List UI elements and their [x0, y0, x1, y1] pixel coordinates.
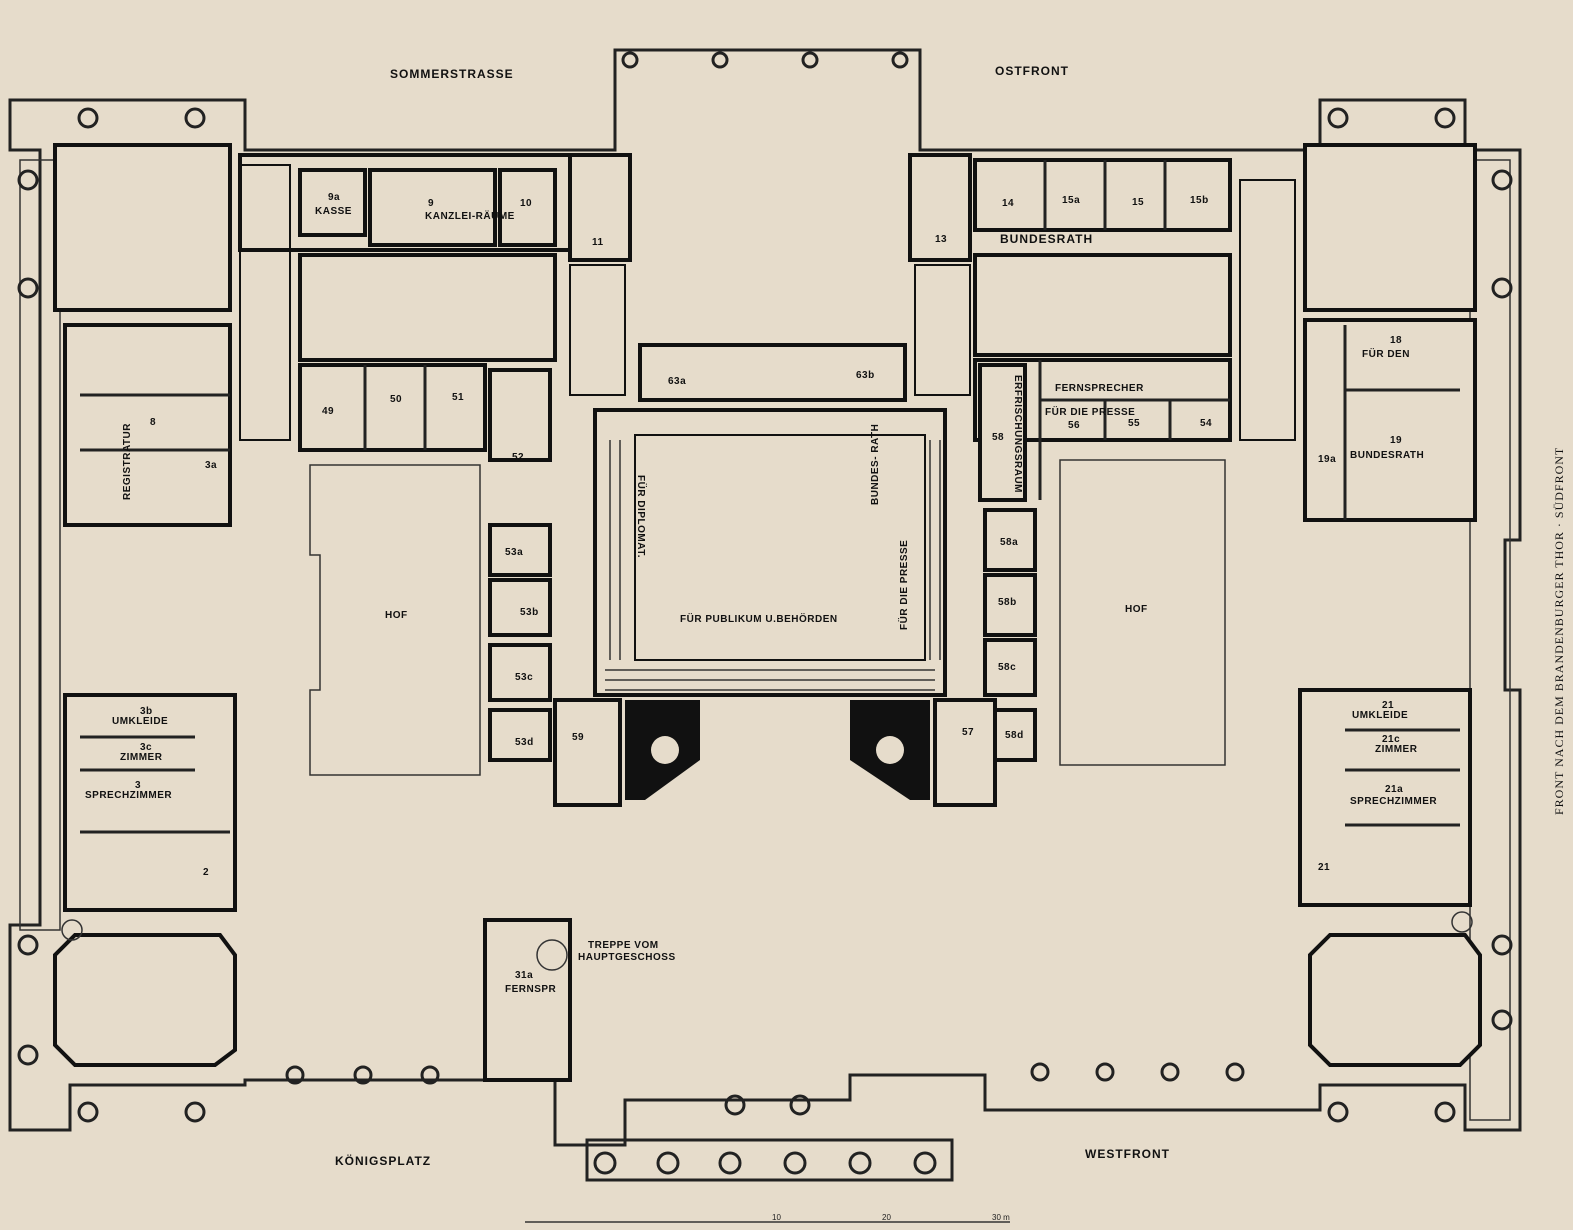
room-52: 52	[512, 452, 524, 463]
room-58d: 58d	[1005, 730, 1024, 741]
label-zimmer-left: ZIMMER	[120, 752, 163, 763]
label-fernsprecher: FERNSPRECHER	[1055, 383, 1144, 394]
room-19a: 19a	[1318, 454, 1336, 465]
room-59: 59	[572, 732, 584, 743]
room-19: 19	[1390, 435, 1402, 446]
room-53b: 53b	[520, 607, 539, 618]
label-umkleide-left: UMKLEIDE	[112, 716, 168, 727]
label-presse-vertical: FÜR DIE PRESSE	[897, 540, 910, 630]
room-2: 2	[203, 867, 209, 878]
room-58: 58	[992, 432, 1004, 443]
room-21-upper: 21	[1382, 700, 1394, 711]
portico-columns	[593, 1094, 937, 1175]
room-58c: 58c	[998, 662, 1016, 673]
central-hall	[488, 343, 1037, 807]
room-14: 14	[1002, 198, 1014, 209]
scale-10: 10	[772, 1213, 781, 1222]
room-53a: 53a	[505, 547, 523, 558]
room-13: 13	[935, 234, 947, 245]
label-erfrischungsraum: ERFRISCHUNGSRAUM	[1012, 375, 1023, 493]
label-sudfront: FRONT NACH DEM BRANDENBURGER THOR · SÜDF…	[1552, 447, 1566, 815]
room-21a: 21a	[1385, 784, 1403, 795]
room-56: 56	[1068, 420, 1080, 431]
label-bundesrath-band: BUNDESRATH	[1000, 232, 1093, 246]
east-side-rooms	[1298, 318, 1477, 907]
room-50: 50	[390, 394, 402, 405]
room-numbers: 9a 9 10 11 13 14 15a 15 15b 18 19 19a 49…	[135, 192, 1403, 981]
corner-towers	[53, 143, 1482, 1067]
room-15b: 15b	[1190, 195, 1209, 206]
scale-30: 30 m	[992, 1213, 1010, 1222]
room-53d: 53d	[515, 737, 534, 748]
label-fernspr: FERNSPR	[505, 984, 557, 995]
scale-20: 20	[882, 1213, 891, 1222]
label-westfront: WESTFRONT	[1085, 1147, 1170, 1161]
room-3c: 3c	[140, 742, 152, 753]
room-18: 18	[1390, 335, 1402, 346]
room-9a: 9a	[328, 192, 340, 203]
room-21c: 21c	[1382, 734, 1400, 745]
room-58b: 58b	[998, 597, 1017, 608]
room-9: 9	[428, 198, 434, 209]
scale-bar: 10 20 30 m	[525, 1213, 1010, 1223]
room-53c: 53c	[515, 672, 533, 683]
seating-rows	[605, 440, 941, 691]
room-15: 15	[1132, 197, 1144, 208]
label-kanzlei: KANZLEI-RÄUME	[425, 209, 515, 222]
room-63b: 63b	[856, 370, 875, 381]
room-31a: 31a	[515, 970, 533, 981]
room-55: 55	[1128, 418, 1140, 429]
room-21: 21	[1318, 862, 1330, 873]
room-3b: 3b	[140, 706, 153, 717]
room-58a: 58a	[1000, 537, 1018, 548]
label-bundesrath-room: BUNDESRATH	[1350, 450, 1424, 461]
building-outline	[8, 48, 1522, 1182]
column-circles	[17, 51, 1513, 1123]
room-15a: 15a	[1062, 195, 1080, 206]
label-hof-left: HOF	[385, 610, 408, 621]
label-umkleide-right: UMKLEIDE	[1352, 710, 1408, 721]
room-11: 11	[592, 237, 604, 248]
label-registratur: REGISTRATUR	[122, 423, 133, 500]
label-publikum: FÜR PUBLIKUM U.BEHÖRDEN	[680, 612, 838, 625]
label-konigsplatz: KÖNIGSPLATZ	[335, 1153, 431, 1168]
room-51: 51	[452, 392, 464, 403]
room-3: 3	[135, 780, 141, 791]
room-57: 57	[962, 727, 974, 738]
room-49: 49	[322, 406, 334, 417]
label-fur-den: FÜR DEN	[1362, 347, 1410, 360]
room-54: 54	[1200, 418, 1212, 429]
label-kasse: KASSE	[315, 206, 352, 217]
room-8: 8	[150, 417, 156, 428]
label-sprechzimmer-right: SPRECHZIMMER	[1350, 796, 1437, 807]
label-diplomat-vertical: FÜR DIPLOMAT.	[635, 475, 648, 558]
label-fur-die-presse: FÜR DIE PRESSE	[1045, 405, 1135, 418]
label-treppe: TREPPE VOM	[588, 940, 659, 951]
room-63a: 63a	[668, 376, 686, 387]
west-side-rooms	[63, 323, 237, 912]
label-zimmer-right: ZIMMER	[1375, 744, 1418, 755]
label-sommerstrasse: SOMMERSTRASSE	[390, 67, 514, 81]
label-bundesrath-vertical: BUNDES- RATH	[870, 424, 881, 505]
label-sprechzimmer-left: SPRECHZIMMER	[85, 790, 172, 801]
room-3a: 3a	[205, 460, 217, 471]
label-hof-right: HOF	[1125, 604, 1148, 615]
courtyards	[309, 459, 1226, 776]
fernspr-block	[61, 911, 1473, 1082]
north-wing	[238, 153, 1232, 500]
label-hauptgeschoss: HAUPTGESCHOSS	[578, 952, 676, 963]
room-10: 10	[520, 198, 532, 209]
label-ostfront: OSTFRONT	[995, 64, 1069, 78]
